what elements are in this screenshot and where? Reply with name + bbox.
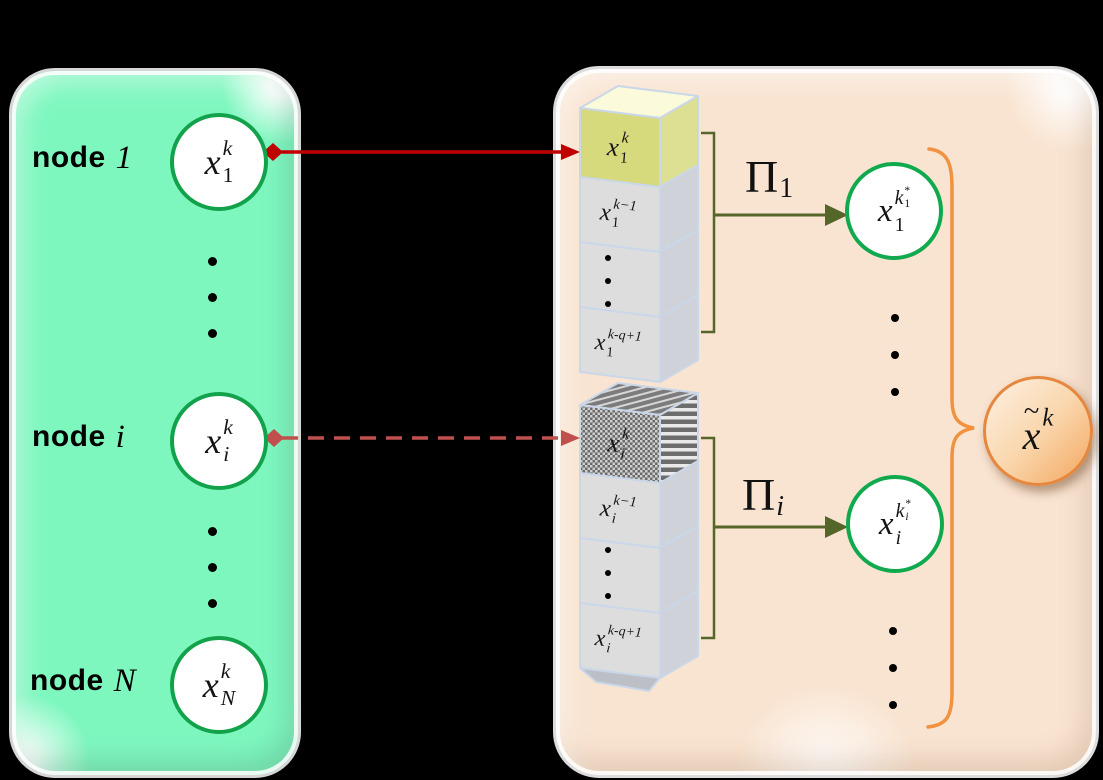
result-math: x k * 1 1: [877, 185, 911, 236]
state-math: x k N: [202, 658, 236, 710]
node-state-circle-N: x k N: [170, 636, 268, 734]
stack1-previous-label: x k−1 1: [598, 196, 638, 231]
subscript: 1: [222, 162, 234, 187]
results-ellipsis-2: [889, 627, 897, 709]
node-word: node: [30, 664, 104, 697]
stack1-ellipsis: [605, 255, 611, 307]
node-label-i: node i: [32, 415, 125, 459]
node-label-1: node 1: [32, 136, 132, 180]
aggregate-circle: ~ x k: [983, 376, 1093, 486]
result-circle-i: x k * i i: [846, 475, 944, 573]
result-circle-1: x k * 1 1: [845, 162, 943, 260]
subscript: i: [223, 441, 230, 466]
stack2-oldest-label: x k-q+1 i: [593, 622, 643, 656]
upload-arrow-nodei: [264, 429, 580, 447]
vertical-ellipsis: [208, 527, 217, 608]
nested-superscript: k * 1: [894, 185, 911, 211]
projector-label-1: Π 1: [745, 151, 794, 204]
superscript: k: [223, 414, 233, 439]
node-word: node: [32, 141, 106, 174]
state-math: x k i: [205, 414, 233, 466]
subscript: N: [220, 685, 236, 710]
vertical-ellipsis: [208, 257, 217, 338]
result-math: x k * i i: [878, 498, 912, 549]
stack2-ellipsis: [605, 547, 611, 599]
node-word: node: [32, 420, 106, 453]
results-ellipsis-1: [891, 314, 899, 396]
node-state-circle-i: x k i: [170, 392, 268, 490]
stack2-current-label: x k i: [606, 425, 630, 463]
superscript: k: [1042, 404, 1054, 432]
stack1-oldest-label: x k-q+1 1: [593, 326, 643, 360]
superscript: k: [222, 135, 233, 160]
nested-superscript: k * i: [895, 498, 912, 524]
node-label-N: node N: [30, 659, 136, 703]
upload-arrow-node1: [263, 143, 580, 161]
projector-label-i: Π i: [742, 469, 785, 522]
stack2-previous-label: x k−1 i: [598, 492, 638, 527]
state-math: x k 1: [204, 135, 234, 187]
node-index: N: [113, 662, 136, 699]
aggregate-math: ~ x k: [1022, 395, 1054, 458]
node-index: 1: [115, 139, 133, 176]
superscript: k: [220, 658, 231, 683]
node-index: i: [115, 418, 125, 455]
stack1-current-label: x k 1: [606, 129, 630, 167]
node-state-circle-1: x k 1: [170, 113, 268, 211]
